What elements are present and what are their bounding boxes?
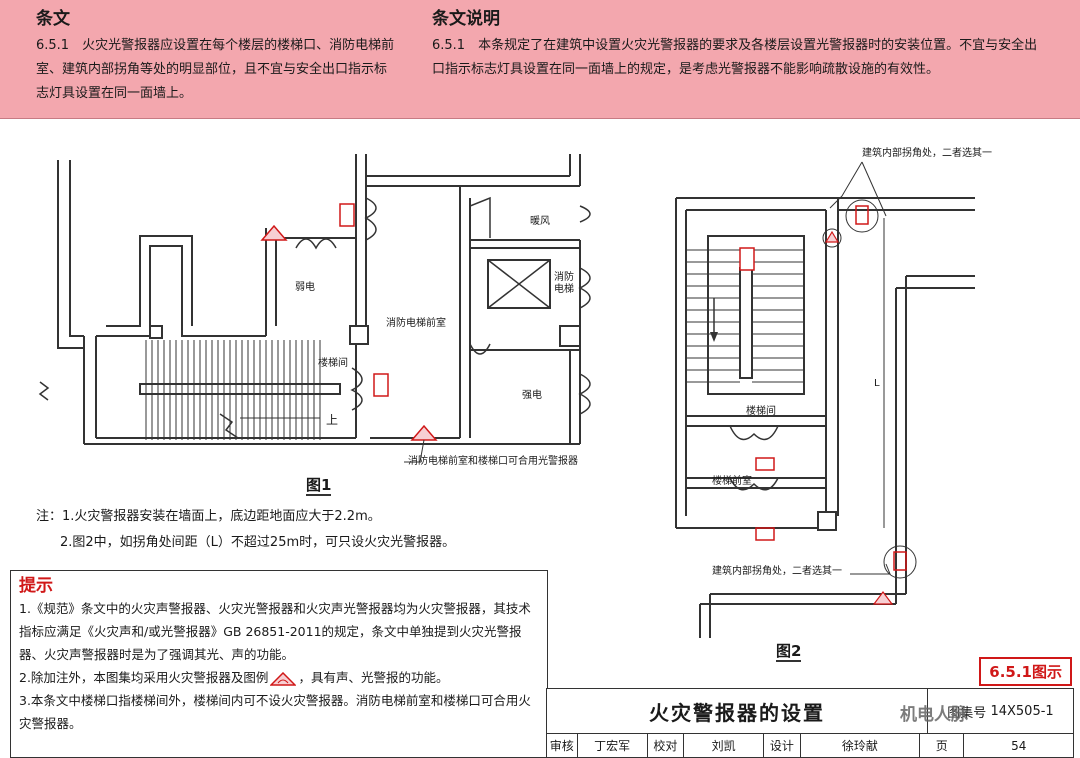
- page-label: 页: [920, 734, 965, 757]
- fig1-label-lift: 消防电梯: [554, 272, 574, 295]
- tip-item-3: 3.本条文中楼梯口指楼梯间外，楼梯间内可不设火灾警报器。消防电梯前室和楼梯口可合…: [19, 693, 531, 731]
- fig2-caption: 图2: [776, 642, 802, 662]
- tip-item-2: 2.除加注外，本图集均采用火灾警报器及图例，具有声、光警报的功能。: [19, 670, 449, 686]
- clause-column: 条文 6.5.1 火灾光警报器应设置在每个楼层的楼梯口、消防电梯前室、建筑内部拐…: [36, 8, 396, 106]
- designer-name: 徐玲献: [801, 734, 921, 757]
- tips-box: 提示 1.《规范》条文中的火灾声警报器、火灾光警报器和火灾声光警报器均为火灾警报…: [10, 570, 548, 758]
- clause-band: 条文 6.5.1 火灾光警报器应设置在每个楼层的楼梯口、消防电梯前室、建筑内部拐…: [0, 0, 1080, 119]
- explanation-column: 条文说明 6.5.1 本条规定了在建筑中设置火灾光警报器的要求及各楼层设置光警报…: [432, 8, 1042, 82]
- explanation-text: 6.5.1 本条规定了在建筑中设置火灾光警报器的要求及各楼层设置光警报器时的安装…: [432, 38, 1038, 77]
- title-block: 火灾警报器的设置 图集号 14X505-1 审核 丁宏军 校对 刘凯 设计 徐玲…: [546, 688, 1074, 758]
- explanation-heading: 条文说明: [432, 9, 500, 29]
- fig1-label-strong: 强电: [522, 390, 542, 401]
- clause-heading: 条文: [36, 9, 70, 29]
- fig1-callout: 消防电梯前室和楼梯口可合用光警报器: [408, 456, 578, 467]
- figures-canvas: [38, 154, 975, 638]
- atlas-number: 图集号 14X505-1: [928, 689, 1073, 734]
- check-label: 校对: [648, 734, 685, 757]
- figure2-plan: [675, 161, 975, 638]
- fig1-label-up: 上: [326, 413, 339, 427]
- fig1-label-stair: 楼梯间: [318, 358, 348, 369]
- fig1-label-weak: 弱电: [295, 282, 315, 293]
- design-label: 设计: [764, 734, 801, 757]
- fig2-label-stair: 楼梯间: [746, 406, 776, 417]
- fig1-caption: 图1: [306, 476, 332, 496]
- fig2-label-l: L: [874, 378, 880, 389]
- alarm-legend-icon: [269, 671, 298, 686]
- review-label: 审核: [547, 734, 578, 757]
- figure1-plan: [38, 154, 591, 463]
- fig2-corner-top: 建筑内部拐角处，二者选其一: [862, 148, 992, 159]
- page-number: 54: [1011, 738, 1027, 753]
- drawing-title: 火灾警报器的设置: [547, 689, 928, 734]
- signature-row: 审核 丁宏军 校对 刘凯 设计 徐玲献 页 54: [547, 734, 1073, 757]
- tip-item-1: 1.《规范》条文中的火灾声警报器、火灾光警报器和火灾声光警报器均为火灾警报器，其…: [19, 601, 531, 662]
- clause-text: 6.5.1 火灾光警报器应设置在每个楼层的楼梯口、消防电梯前室、建筑内部拐角等处…: [36, 38, 395, 101]
- reviewer-name: 丁宏军: [578, 734, 648, 757]
- fig1-label-exhaust: 暖风: [530, 216, 550, 227]
- reference-tag: 6.5.1图示: [979, 657, 1072, 686]
- note-line-1: 注：1.火灾警报器安装在墙面上，底边距地面应大于2.2m。: [36, 509, 381, 524]
- watermark: 机电人脉: [900, 705, 968, 725]
- checker-name: 刘凯: [684, 734, 765, 757]
- note-line-2: 2.图2中，如拐角处间距（L）不超过25m时，可只设火灾光警报器。: [60, 535, 456, 550]
- fig2-label-room: 楼梯前室: [712, 476, 752, 487]
- fig2-corner-bottom: 建筑内部拐角处，二者选其一: [712, 566, 842, 577]
- tips-heading: 提示: [19, 576, 53, 596]
- fig1-label-room: 消防电梯前室: [386, 318, 446, 329]
